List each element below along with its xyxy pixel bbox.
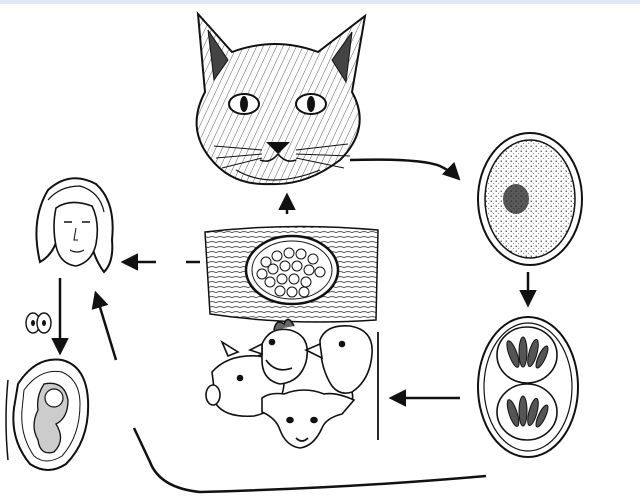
- arrow-cat-to-oocyst: [350, 160, 458, 178]
- tachyzoites-icon: [26, 313, 51, 333]
- livestock-icon: [206, 319, 372, 448]
- arrow-fetus-to-human: [96, 294, 116, 360]
- woman-icon: [36, 178, 112, 272]
- cat-head-icon: [197, 14, 365, 184]
- sporulated-oocyst-icon: [478, 317, 578, 457]
- oocyst-icon: [478, 133, 582, 265]
- lamb-icon: [262, 390, 354, 448]
- fetus-in-uterus-icon: [6, 360, 88, 471]
- tissue-cyst-icon: [205, 226, 378, 322]
